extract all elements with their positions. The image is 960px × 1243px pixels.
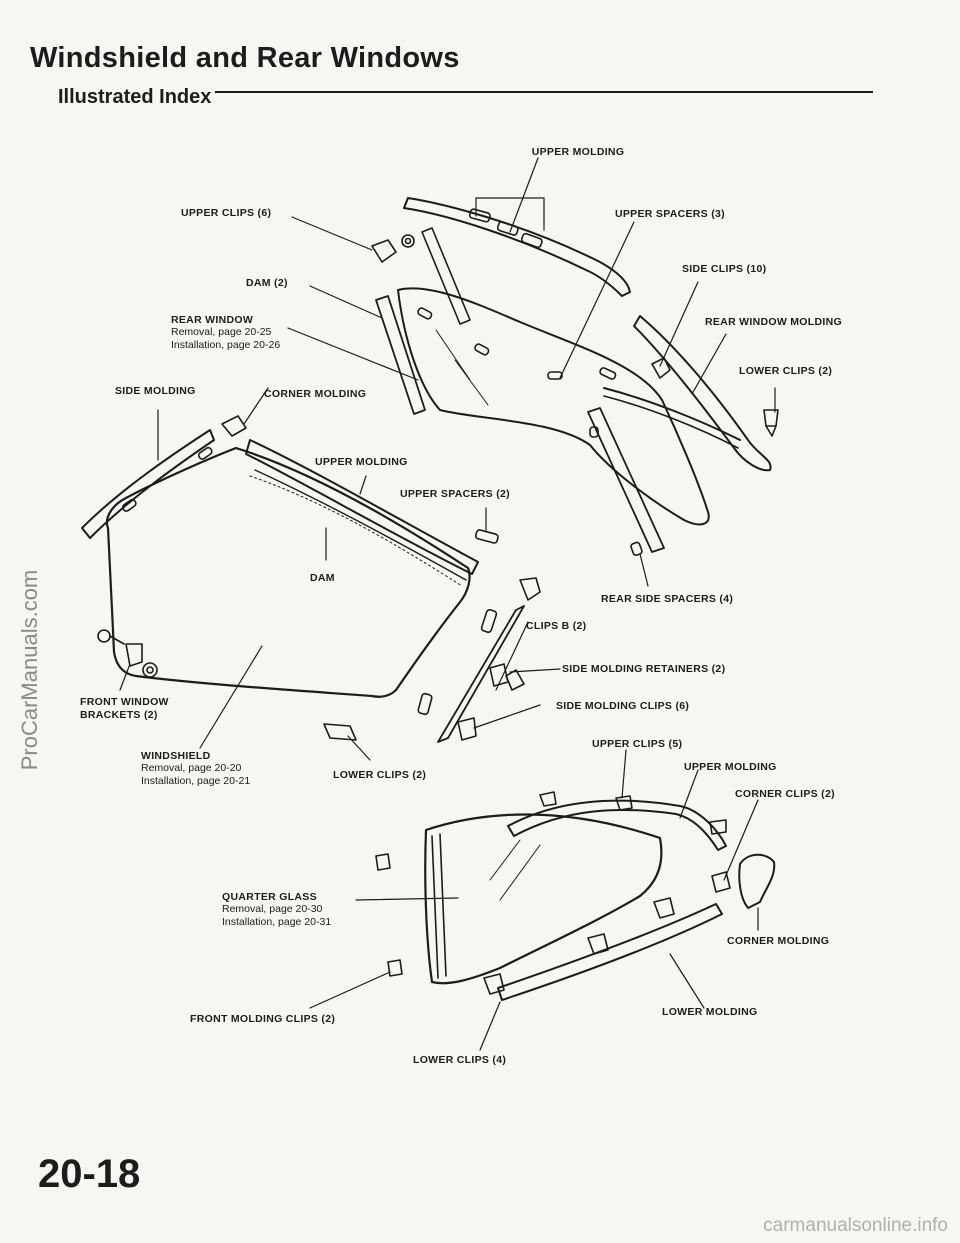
ref-rear-window-removal: Removal, page 20-25	[171, 326, 272, 338]
label-rear-side-spacers: REAR SIDE SPACERS (4)	[601, 593, 734, 605]
rear-lower-clip	[763, 409, 779, 437]
quarter-lower-molding	[497, 903, 723, 1001]
label-corner-clips: CORNER CLIPS (2)	[735, 788, 835, 800]
label-lower-clips-quarter: LOWER CLIPS (4)	[413, 1054, 507, 1066]
label-windshield: WINDSHIELD	[141, 750, 211, 762]
rear-side-clip	[651, 357, 671, 379]
label-front-window-brackets-line2: BRACKETS (2)	[80, 709, 158, 721]
page-number: 20-18	[38, 1152, 141, 1196]
windshield-lower-clip	[323, 723, 357, 741]
ref-quarter-glass-removal: Removal, page 20-30	[222, 903, 323, 915]
front-window-brackets	[97, 629, 158, 678]
label-lower-clips-rear: LOWER CLIPS (2)	[739, 365, 833, 377]
quarter-corner-parts	[711, 853, 776, 909]
bottom-watermark: carmanualsonline.info	[763, 1215, 948, 1236]
windshield-corner-molding	[221, 415, 247, 437]
label-rear-window: REAR WINDOW	[171, 314, 254, 326]
rear-upper-molding	[403, 197, 631, 297]
side-watermark: ProCarManuals.com	[17, 569, 42, 771]
quarter-upper-clips	[539, 791, 727, 835]
label-clips-b: CLIPS B (2)	[526, 620, 587, 632]
quarter-lower-clips	[483, 897, 675, 995]
label-upper-molding-quarter: UPPER MOLDING	[684, 761, 777, 773]
section-heading-row: Illustrated Index	[58, 86, 873, 112]
ref-windshield-removal: Removal, page 20-20	[141, 762, 242, 774]
label-side-molding: SIDE MOLDING	[115, 385, 196, 397]
label-front-window-brackets-line1: FRONT WINDOW	[80, 696, 169, 708]
section-subtitle: Illustrated Index	[58, 86, 216, 109]
windshield-glass	[105, 446, 471, 698]
label-upper-clips-quarter: UPPER CLIPS (5)	[592, 738, 683, 750]
label-side-molding-clips: SIDE MOLDING CLIPS (6)	[556, 700, 690, 712]
rear-window-glass	[397, 287, 710, 526]
label-upper-molding-front: UPPER MOLDING	[315, 456, 408, 468]
windshield-upper-molding	[245, 439, 479, 581]
label-upper-clips-rear: UPPER CLIPS (6)	[181, 207, 272, 219]
heading-rule	[58, 91, 873, 93]
label-corner-molding-front: CORNER MOLDING	[264, 388, 367, 400]
windshield-side-molding	[81, 429, 215, 539]
label-corner-molding-quarter: CORNER MOLDING	[727, 935, 830, 947]
rear-dam	[375, 227, 471, 415]
leader-lines	[119, 157, 776, 1051]
label-upper-spacers-rear: UPPER SPACERS (3)	[615, 208, 725, 220]
label-rear-window-molding: REAR WINDOW MOLDING	[705, 316, 842, 328]
label-upper-spacers-front: UPPER SPACERS (2)	[400, 488, 510, 500]
windshield-upper-spacer	[474, 529, 499, 544]
label-quarter-glass-group: QUARTER GLASS Removal, page 20-30 Instal…	[222, 891, 331, 929]
ref-quarter-glass-installation: Installation, page 20-31	[222, 916, 332, 928]
quarter-front-molding-clips	[375, 853, 403, 977]
label-front-window-brackets: FRONT WINDOW BRACKETS (2)	[80, 696, 169, 722]
label-rear-window-group: REAR WINDOW Removal, page 20-25 Installa…	[171, 314, 280, 352]
label-upper-molding-rear: UPPER MOLDING	[531, 146, 625, 158]
label-lower-clips-front: LOWER CLIPS (2)	[333, 769, 427, 781]
label-dam-front: DAM	[310, 572, 335, 584]
quarter-upper-molding	[507, 799, 727, 851]
page-title: Windshield and Rear Windows	[30, 42, 460, 74]
ref-rear-window-installation: Installation, page 20-26	[171, 339, 281, 351]
rear-side-spacer-strip	[587, 407, 665, 556]
rear-window-molding	[603, 315, 772, 472]
label-lower-molding: LOWER MOLDING	[662, 1006, 758, 1018]
rear-upper-clip	[371, 234, 415, 263]
label-side-molding-retainers: SIDE MOLDING RETAINERS (2)	[562, 663, 726, 675]
quarter-glass	[424, 813, 663, 985]
label-front-molding-clips: FRONT MOLDING CLIPS (2)	[190, 1013, 336, 1025]
label-quarter-glass: QUARTER GLASS	[222, 891, 317, 903]
ref-windshield-installation: Installation, page 20-21	[141, 775, 251, 787]
label-dam-rear: DAM (2)	[246, 277, 288, 289]
label-side-clips: SIDE CLIPS (10)	[682, 263, 767, 275]
windshield-side-parts	[417, 577, 541, 743]
label-windshield-group: WINDSHIELD Removal, page 20-20 Installat…	[141, 750, 250, 788]
